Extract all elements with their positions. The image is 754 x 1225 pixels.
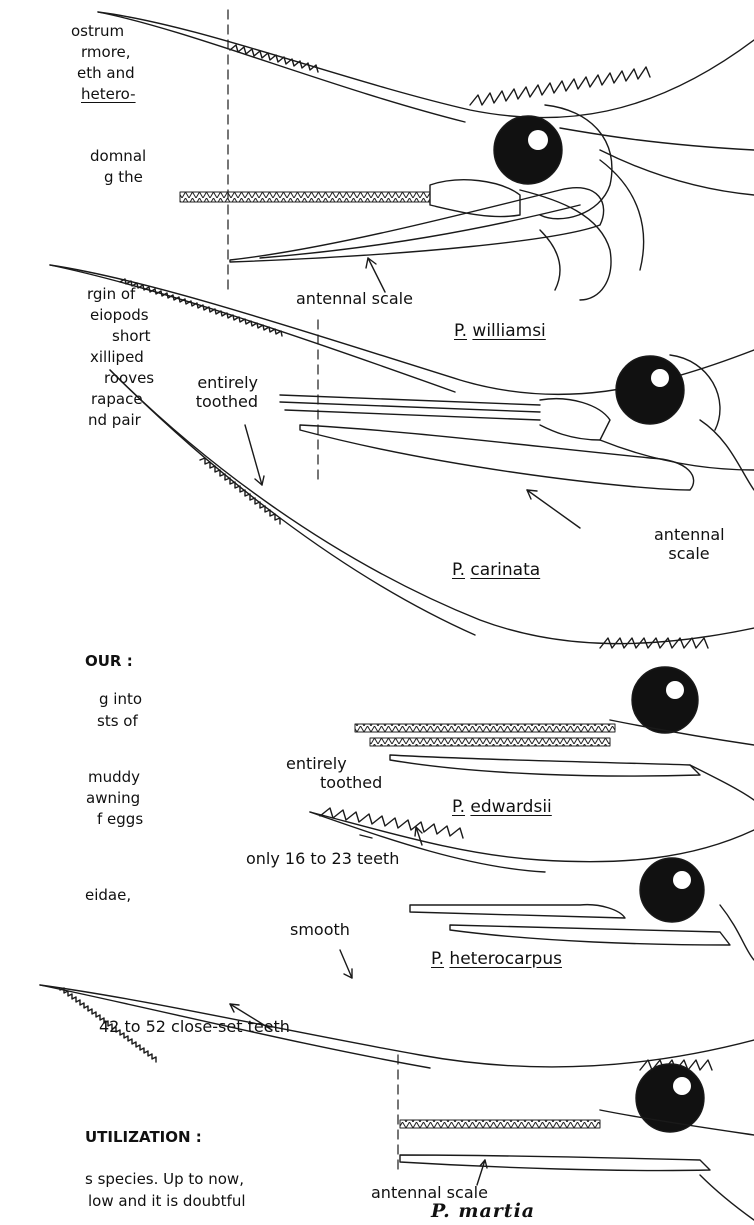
label-entirely-edwardsii-line1: entirely — [286, 754, 347, 773]
label-antennal-scale-williamsi: antennal scale — [296, 289, 413, 308]
species-edwardsii: P. edwardsii — [452, 797, 552, 817]
text-line: s species. Up to now, — [85, 1168, 244, 1190]
text-line: eiopods — [90, 304, 149, 326]
label-smooth: smooth — [290, 920, 350, 939]
text-line: eth and — [77, 62, 135, 84]
text-line: ostrum — [71, 20, 124, 42]
label-line: entirely — [175, 373, 258, 392]
genus: P. — [454, 321, 467, 341]
genus: P. — [431, 949, 444, 969]
text-line: nd pair — [88, 409, 141, 431]
label-line: antennal — [654, 525, 724, 544]
text-line: domnal — [90, 145, 146, 167]
text-line: rgin of — [87, 283, 135, 305]
shrimp-edwardsii-drawing — [110, 370, 754, 800]
species-heterocarpus: P. heterocarpus — [431, 949, 562, 969]
text-line: g the — [104, 166, 143, 188]
label-42-52-teeth: 42 to 52 close-set teeth — [99, 1017, 290, 1036]
label-entirely-toothed-carinata: entirely toothed — [175, 373, 258, 411]
genus: P. — [452, 560, 465, 580]
genus: P. — [452, 797, 465, 817]
label-line: toothed — [175, 392, 258, 411]
text-line: g into — [99, 688, 142, 710]
text-line: low and it is doubtful — [88, 1190, 246, 1212]
shrimp-heterocarpus-drawing — [310, 808, 754, 960]
heading-utilization: UTILIZATION : — [85, 1128, 202, 1146]
epithet: williamsi — [472, 321, 545, 341]
text-line: xilliped — [90, 346, 144, 368]
text-line: rapace — [91, 388, 143, 410]
epithet: carinata — [470, 560, 540, 580]
text-line: eidae, — [85, 884, 131, 906]
text-line: awning — [86, 787, 140, 809]
epithet: edwardsii — [470, 797, 551, 817]
species-williamsi: P. williamsi — [454, 321, 546, 341]
text-line: hetero- — [81, 83, 136, 105]
label-toothed-edwardsii-line2: toothed — [320, 773, 382, 792]
text-line: rooves — [104, 367, 154, 389]
label-16-23-teeth: only 16 to 23 teeth — [246, 849, 399, 868]
text-line: sts of — [97, 710, 138, 732]
heading-behaviour: OUR : — [85, 652, 133, 670]
species-carinata: P. carinata — [452, 560, 540, 580]
text-line: f eggs — [97, 808, 143, 830]
text-line: rmore, — [81, 41, 131, 63]
label-line: scale — [654, 544, 724, 563]
label-antennal-scale-carinata: antennal scale — [654, 525, 724, 563]
epithet: heterocarpus — [449, 949, 562, 969]
text-line: short — [112, 325, 151, 347]
text-line: muddy — [88, 766, 140, 788]
shrimp-williamsi-drawing — [98, 10, 754, 300]
species-martia: P. martia — [431, 1200, 535, 1222]
